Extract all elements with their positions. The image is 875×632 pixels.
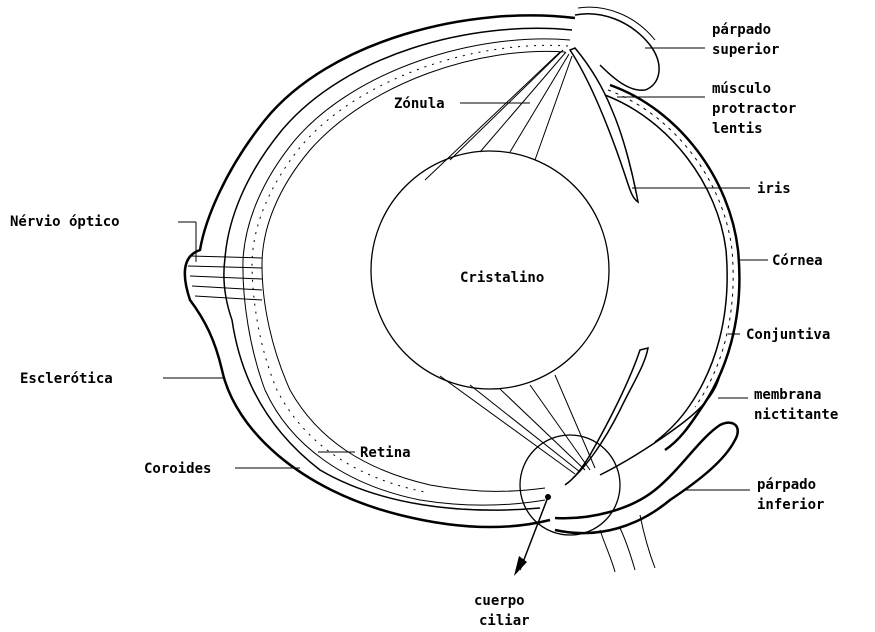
label-musculo-1: músculo bbox=[712, 81, 771, 97]
label-parpado-superior-2: superior bbox=[712, 42, 779, 58]
label-iris: iris bbox=[757, 181, 791, 197]
cornea-anterior bbox=[605, 85, 739, 450]
label-lens: Cristalino bbox=[460, 270, 544, 286]
iris-lower bbox=[565, 348, 648, 485]
label-cuerpo-ciliar-2: ciliar bbox=[479, 613, 530, 629]
label-parpado-superior-1: párpado bbox=[712, 22, 771, 38]
zonule-fibers bbox=[425, 50, 595, 474]
label-retina: Retina bbox=[360, 445, 411, 461]
label-nervio-optico: Nérvio óptico bbox=[10, 214, 120, 230]
label-zonula: Zónula bbox=[394, 96, 445, 112]
label-musculo-2: protractor bbox=[712, 101, 796, 117]
label-cornea: Córnea bbox=[772, 253, 823, 269]
nictitating-membrane bbox=[600, 375, 720, 475]
label-coroides: Coroides bbox=[144, 461, 211, 477]
label-cuerpo-ciliar-1: cuerpo bbox=[474, 593, 525, 609]
ciliary-arrow-head bbox=[514, 556, 527, 576]
label-conjuntiva: Conjuntiva bbox=[746, 327, 830, 343]
label-musculo-3: lentis bbox=[712, 121, 763, 137]
upper-eyelid bbox=[575, 14, 659, 90]
label-parpado-inferior-1: párpado bbox=[757, 477, 816, 493]
leader-lines bbox=[163, 48, 768, 490]
cornea-outer bbox=[610, 85, 739, 450]
label-esclerotica: Esclerótica bbox=[20, 371, 113, 387]
label-parpado-inferior-2: inferior bbox=[757, 497, 824, 513]
label-membrana-1: membrana bbox=[754, 387, 821, 403]
iris-upper bbox=[570, 48, 638, 202]
ciliary-body-circle bbox=[520, 435, 620, 535]
label-membrana-2: nictitante bbox=[754, 407, 838, 423]
